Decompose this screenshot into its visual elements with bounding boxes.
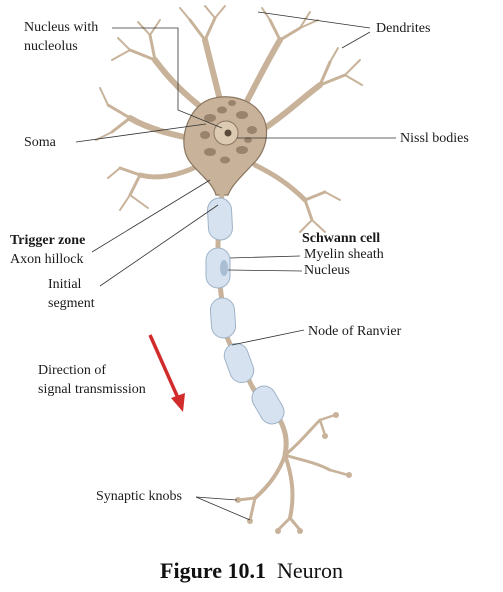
label-synaptic-knobs: Synaptic knobs — [96, 489, 182, 504]
label-axon-hillock: Axon hillock — [10, 252, 84, 267]
nissl-bodies — [200, 100, 257, 164]
figure-number: Figure 10.1 — [160, 558, 266, 583]
label-dendrites: Dendrites — [376, 21, 431, 36]
label-schwann-cell: Schwann cell — [302, 231, 381, 246]
label-trigger-zone: Trigger zone — [10, 233, 86, 248]
label-nucleus-with: Nucleus with — [24, 20, 99, 35]
label-segment: segment — [48, 296, 95, 311]
synaptic-knob-shapes — [235, 412, 352, 534]
label-initial: Initial — [48, 277, 82, 292]
figure-title: Neuron — [276, 558, 343, 583]
axon-terminal — [236, 413, 350, 532]
label-nissl-bodies: Nissl bodies — [400, 131, 469, 146]
label-direction-line2: signal transmission — [38, 382, 146, 397]
label-myelin-sheath: Myelin sheath — [304, 247, 384, 262]
label-nucleus: Nucleus — [304, 263, 350, 278]
myelin-sheath-segments — [205, 197, 285, 425]
label-soma: Soma — [24, 135, 56, 150]
label-nucleolus: nucleolus — [24, 39, 78, 54]
nucleolus-shape — [224, 129, 232, 137]
soma-shape — [183, 96, 268, 196]
schwann-nucleus-shape — [220, 260, 228, 276]
label-node-of-ranvier: Node of Ranvier — [308, 324, 402, 339]
leader-lines — [75, 11, 396, 521]
dendrites — [95, 5, 363, 233]
label-direction-line1: Direction of — [38, 363, 107, 378]
figure-caption: Figure 10.1 Neuron — [0, 558, 503, 584]
direction-arrow — [148, 334, 185, 412]
